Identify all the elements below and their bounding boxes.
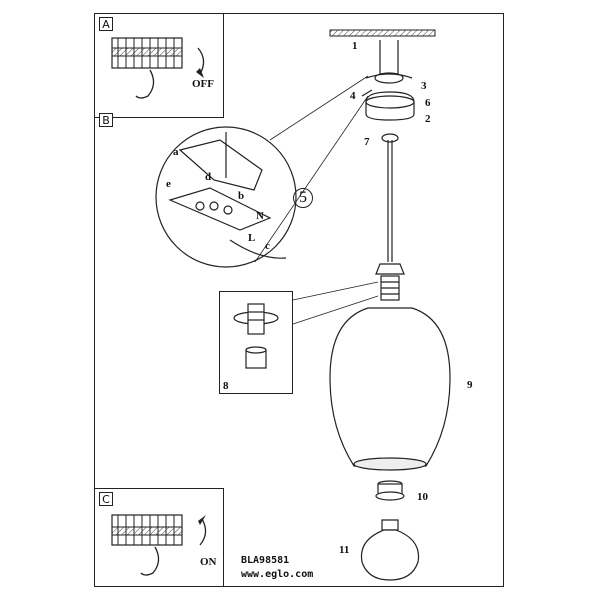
mounting-bracket — [361, 40, 413, 97]
canopy — [365, 91, 415, 143]
wiring-callout-b: b — [238, 190, 245, 202]
breaker-box-on — [111, 514, 207, 576]
wiring-callout-c: c — [265, 240, 270, 252]
light-bulb — [360, 519, 420, 581]
wiring-callout-a: a — [173, 146, 179, 158]
step-1-label: 1 — [352, 40, 358, 52]
step-2-label: 2 — [425, 113, 431, 125]
glass-shade — [329, 307, 451, 471]
wiring-callout-n: N — [256, 210, 264, 222]
suspension-cord — [387, 140, 393, 262]
step-10-label: 10 — [417, 491, 428, 503]
website-url: www.eglo.com — [241, 569, 314, 580]
instruction-frame — [94, 13, 504, 587]
breaker-box-off — [111, 37, 205, 99]
wiring-detail — [155, 126, 297, 268]
step-11-label: 11 — [339, 544, 350, 556]
wiring-callout-d: d — [205, 171, 212, 183]
shade-ring — [375, 480, 405, 501]
wiring-callout-e: e — [166, 178, 171, 190]
panel-c-tag: C — [99, 492, 113, 506]
step-7-label: 7 — [364, 136, 370, 148]
panel-a-tag: A — [99, 17, 113, 31]
wiring-step-label: 5 — [293, 188, 313, 208]
step-6-label: 6 — [425, 97, 431, 109]
step-3-label: 3 — [421, 80, 427, 92]
step-8-label: 8 — [223, 380, 229, 392]
ceiling — [329, 29, 436, 37]
step-4-label: 4 — [350, 90, 356, 102]
lamp-holder — [375, 263, 405, 301]
model-number: BLA98581 — [241, 555, 290, 566]
panel-c-action: ON — [200, 556, 217, 568]
panel-a-action: OFF — [192, 78, 214, 90]
step-9-label: 9 — [467, 379, 473, 391]
wiring-callout-l: L — [248, 232, 256, 244]
socket-parts — [233, 303, 279, 369]
panel-b-tag: B — [99, 113, 113, 127]
